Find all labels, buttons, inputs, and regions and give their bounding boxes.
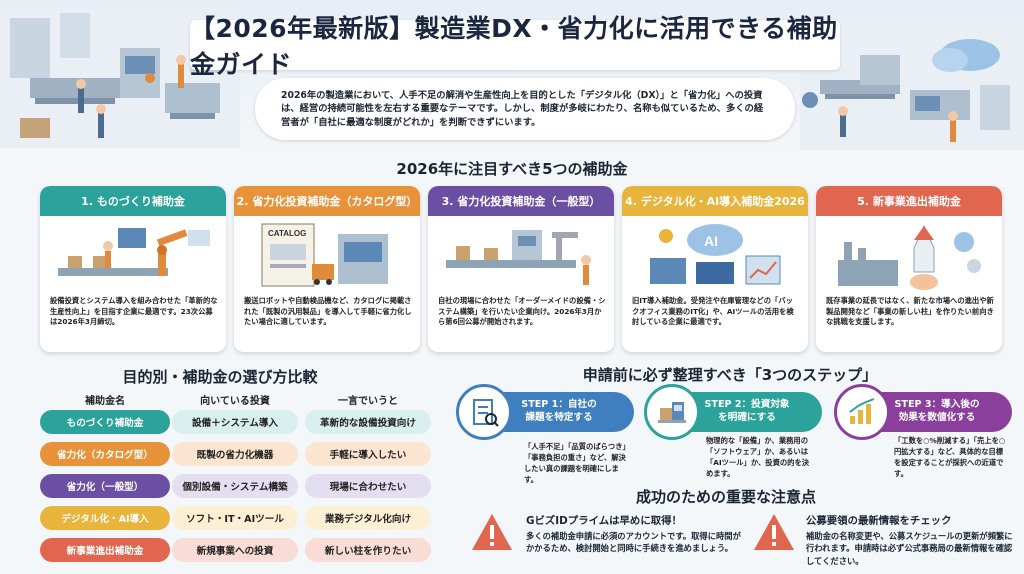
card-description: 自社の現場に合わせた「オーダーメイドの設備・システム構築」を行いたい企業向け。2…: [438, 296, 606, 327]
card-description: 既存事業の延長ではなく、新たな市場への進出や新製品開発など「事業の新しい柱」を作…: [826, 296, 994, 327]
card-description: 設備投資とシステム導入を組み合わせた「革新的な生産性向上」を目指す企業に最適です…: [50, 296, 218, 327]
card-title: 1. ものづくり補助金: [40, 186, 226, 216]
subsidies-section-title: 2026年に注目すべき5つの補助金: [396, 160, 628, 178]
step-2-icon: [644, 384, 700, 440]
card-title: 2. 省力化投資補助金（カタログ型）: [234, 186, 420, 216]
note-1-title: GビズIDプライムは早めに取得！: [526, 515, 682, 527]
custom-line-icon: [446, 230, 591, 285]
subsidy-name-pill: ものづくり補助金: [40, 410, 170, 434]
intro-text: 2026年の製造業において、人手不足の解消や生産性向上を目的とした「デジタル化（…: [255, 78, 795, 140]
note-1-text: 多くの補助金申請に必須のアカウントです。取得に時間がかかるため、検討開始と同時に…: [526, 531, 741, 554]
notes-section-title: 成功のための重要な注意点: [635, 488, 816, 506]
investment-pill: 新規事業への投資: [172, 538, 298, 562]
card-title: 4. デジタル化・AI導入補助金2026: [622, 186, 808, 216]
subsidy-name-pill: 新事業進出補助金: [40, 538, 170, 562]
summary-pill: 手軽に導入したい: [305, 442, 431, 466]
subsidy-name-pill: デジタル化・AI導入: [40, 506, 170, 530]
column-header-name: 補助金名: [85, 396, 125, 407]
page-title: 【2026年最新版】製造業DX・省力化に活用できる補助金ガイド: [190, 14, 840, 79]
note-2-text: 補助金の名称変更や、公募スケジュールの更新が頻繁に行われます。申請時は必ず公式事…: [806, 531, 1013, 566]
column-header-summary: 一言でいうと: [338, 396, 398, 407]
step-1-icon: [456, 384, 512, 440]
step-title: 効果を数値化する: [898, 412, 976, 423]
factory-illustration-right: [800, 30, 1024, 150]
step-title: STEP 3：導入後の: [894, 399, 980, 411]
card-title: 3. 省力化投資補助金（一般型）: [428, 186, 614, 216]
card-title: 5. 新事業進出補助金: [816, 186, 1002, 216]
investment-pill: ソフト・IT・AIツール: [172, 506, 298, 530]
card-description: 旧IT導入補助金。受発注や在庫管理などの「バックオフィス業務のIT化」や、AIツ…: [632, 296, 794, 327]
svg-text:AI: AI: [704, 233, 718, 249]
warning-icon: [754, 514, 794, 550]
step-title: 課題を特定する: [525, 412, 593, 423]
summary-pill: 現場に合わせたい: [305, 474, 431, 498]
summary-pill: 革新的な設備投資向け: [305, 410, 431, 434]
subsidy-name-pill: 省力化（カタログ型）: [40, 442, 170, 466]
subsidy-card-general: 3. 省力化投資補助金（一般型） 自社の現場に合わせた「オーダーメイドの設備・シ…: [428, 186, 614, 352]
investment-pill: 既製の省力化機器: [172, 442, 298, 466]
subsidy-card-new-business: 5. 新事業進出補助金 既存事業の延長ではなく、新たな市場への進出や新製品開発な…: [816, 186, 1002, 352]
step-title: を明確にする: [718, 412, 776, 423]
rocket-icon: [838, 224, 981, 290]
ai-cloud-icon: AI: [650, 224, 781, 285]
steps-section-title: 申請前に必ず整理すべき「3つのステップ」: [582, 366, 878, 384]
checklist-icon: [473, 399, 499, 427]
subsidy-card-monozukuri: 1. ものづくり補助金 設備投資とシステム導入を組み合わせた「革新的な生産性向上…: [40, 186, 226, 352]
subsidy-name-pill: 省力化（一般型）: [40, 474, 170, 498]
robot-arm-icon: [58, 228, 210, 276]
summary-pill: 業務デジタル化向け: [305, 506, 431, 530]
subsidy-card-digital-ai: 4. デジタル化・AI導入補助金2026 AI 旧IT導入補助金。受発注や在庫管…: [622, 186, 808, 352]
equipment-icon: [658, 402, 686, 423]
column-header-investment: 向いている投資: [200, 396, 270, 407]
catalog-icon: CATALOG: [261, 223, 388, 287]
warning-icon: [472, 514, 512, 550]
investment-pill: 個別設備・システム構築: [172, 474, 298, 498]
step-3-icon: [834, 384, 890, 440]
intro-paragraph: 2026年の製造業において、人手不足の解消や生産性向上を目的とした「デジタル化（…: [281, 89, 764, 128]
investment-pill: 設備＋システム導入: [172, 410, 298, 434]
step-title: STEP 2：投資対象: [704, 399, 790, 411]
card-description: 搬送ロボットや自動検品機など、カタログに掲載された「既製の汎用製品」を導入して手…: [244, 296, 412, 327]
summary-pill: 新しい柱を作りたい: [305, 538, 431, 562]
step-1-description: 「人手不足」「品質のばらつき」「事務負担の重さ」など、解決したい真の課題を明確に…: [524, 442, 627, 484]
step-3-description: 「工数を○%削減する」「売上を○円拡大する」など、具体的な目標を設定することが採…: [894, 436, 1006, 478]
subsidy-card-catalog: 2. 省力化投資補助金（カタログ型） CATALOG 搬送ロボットや自動検品機な…: [234, 186, 420, 352]
step-title: STEP 1：自社の: [521, 399, 597, 411]
note-2-title: 公募要領の最新情報をチェック: [806, 515, 952, 527]
chart-up-icon: [849, 398, 875, 424]
step-2-description: 物理的な「設備」か、業務用の「ソフトウェア」か、あるいは「AIツール」か、投資の…: [706, 436, 810, 478]
svg-text:CATALOG: CATALOG: [268, 229, 306, 238]
comparison-section-title: 目的別・補助金の選び方比較: [122, 368, 318, 386]
